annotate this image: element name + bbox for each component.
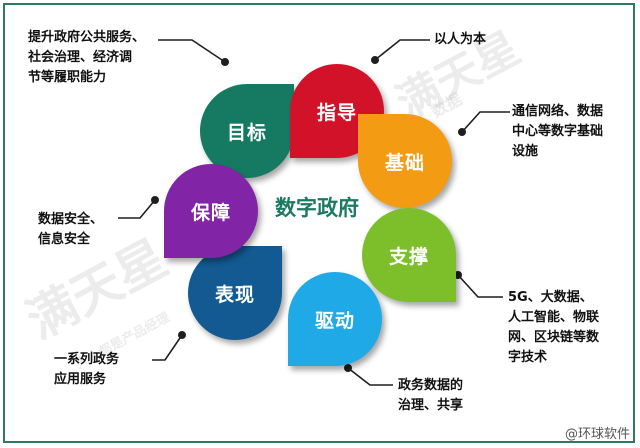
note-line: 治理、共享 xyxy=(398,398,464,413)
note-zhidao: 以人为本 xyxy=(434,30,486,50)
note-qudong: 政务数据的 治理、共享 xyxy=(398,376,463,416)
petal-label: 基础 xyxy=(384,151,425,174)
note-line: 网、区块链等数 xyxy=(508,330,600,345)
note-jichu: 通信网络、数据 中心等数字基础 设施 xyxy=(512,102,603,162)
note-line: 节等履职能力 xyxy=(28,70,107,85)
note-line: 通信网络、数据 xyxy=(512,104,604,119)
petal-label: 指导 xyxy=(316,101,357,124)
connector-zhicheng xyxy=(457,274,503,298)
credit-text: @环球软件 xyxy=(564,427,630,442)
connector-biaoxian xyxy=(152,334,183,361)
note-mubiao: 提升政府公共服务、 社会治理、经济调 节等履职能力 xyxy=(28,28,145,88)
petal-mubiao: 目标 xyxy=(200,84,294,178)
note-line: 社会治理、经济调 xyxy=(28,50,133,65)
note-biaoxian: 一系列政务 应用服务 xyxy=(54,350,119,390)
petal-zhicheng: 支撑 xyxy=(362,208,456,302)
petal-label: 支撑 xyxy=(388,245,429,268)
connector-jichu xyxy=(461,111,510,133)
note-line: 以人为本 xyxy=(434,32,487,47)
note-line: 中心等数字基础 xyxy=(512,124,604,139)
petal-baozhang: 保障 xyxy=(164,164,258,258)
center-title: 数字政府 xyxy=(275,196,359,220)
note-line: 一系列政务 xyxy=(54,352,120,367)
note-line: 人工智能、物联 xyxy=(508,310,600,325)
note-line: 数据安全、 xyxy=(38,212,104,227)
note-line: 设施 xyxy=(512,144,539,159)
diagram-border xyxy=(3,3,635,443)
note-zhicheng: 5G、大数据、 人工智能、物联 网、区块链等数 字技术 xyxy=(508,288,599,368)
connector-baozhang xyxy=(118,199,156,219)
note-line: 应用服务 xyxy=(54,372,107,387)
note-line: 信息安全 xyxy=(38,232,91,247)
petal-label: 保障 xyxy=(190,201,231,224)
note-line: 5G、大数据、 xyxy=(508,290,593,305)
petal-label: 驱动 xyxy=(314,309,355,332)
petal-jichu: 基础 xyxy=(358,114,452,208)
petal-label: 目标 xyxy=(226,121,267,144)
note-line: 政务数据的 xyxy=(398,378,464,393)
note-line: 字技术 xyxy=(508,350,548,365)
note-baozhang: 数据安全、 信息安全 xyxy=(38,210,103,250)
connector-zhidao xyxy=(374,39,430,61)
petal-label: 表现 xyxy=(214,283,255,306)
petal-qudong: 驱动 xyxy=(288,272,382,366)
petal-biaoxian: 表现 xyxy=(188,246,282,340)
connector-qudong xyxy=(347,367,393,386)
connector-mubiao xyxy=(158,39,226,63)
note-line: 提升政府公共服务、 xyxy=(28,30,146,45)
